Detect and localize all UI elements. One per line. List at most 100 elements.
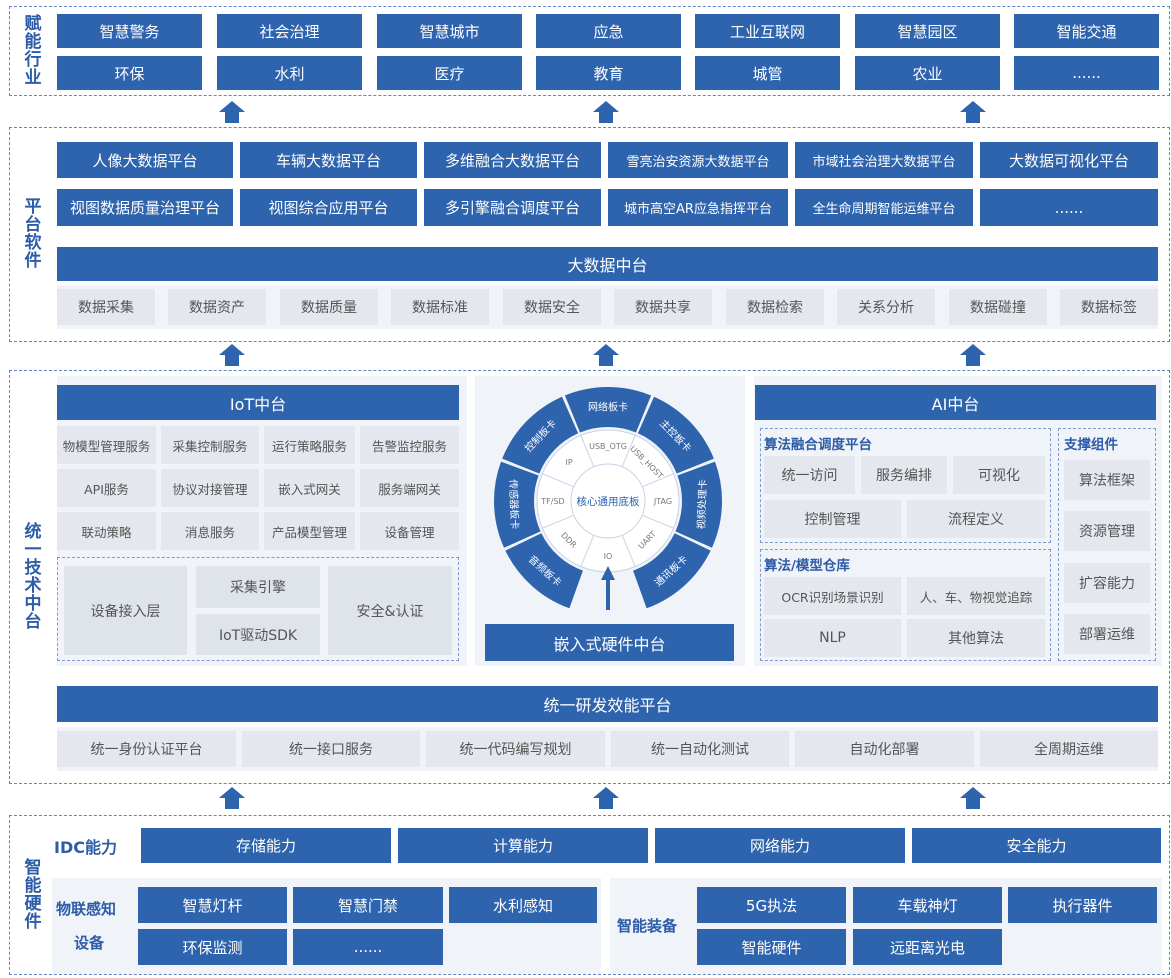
iot-service-item: API服务 — [57, 469, 156, 507]
bigdata-item: 数据碰撞 — [949, 289, 1047, 325]
bigdata-item: 数据采集 — [57, 289, 155, 325]
iot-service-item: 物模型管理服务 — [57, 426, 156, 464]
idc-item: 计算能力 — [398, 828, 648, 863]
devops-title: 统一研发效能平台 — [57, 686, 1158, 722]
up-arrow-thin-icon — [601, 566, 615, 610]
interface-divider — [580, 534, 595, 567]
interface-divider — [542, 514, 575, 529]
equip-item: 车载神灯 — [853, 887, 1002, 923]
platform-item: 多引擎融合调度平台 — [424, 189, 601, 226]
devops-item: 统一接口服务 — [242, 731, 420, 767]
bigdata-item: 关系分析 — [837, 289, 935, 325]
platform-item: 全生命周期智能运维平台 — [795, 189, 973, 226]
iot-service-item: 协议对接管理 — [161, 469, 259, 507]
board-segment-label: 网络板卡 — [588, 401, 628, 414]
platform-item: 大数据可视化平台 — [980, 142, 1158, 178]
iot-device-label-2: 设备 — [74, 934, 105, 952]
industry-item: 智能交通 — [1014, 14, 1159, 48]
board-segment — [494, 461, 541, 548]
platform-item: 人像大数据平台 — [57, 142, 233, 178]
up-arrow-icon — [593, 787, 619, 811]
hardware-section-label: 智能硬件 — [24, 857, 42, 932]
iot-title: IoT中台 — [57, 385, 459, 420]
iot-access-frame — [57, 557, 459, 661]
fusion-frame — [760, 428, 1051, 543]
iot-driver-sdk: IoT驱动SDK — [196, 614, 320, 655]
industry-section-label: 赋 能 行 业 — [10, 7, 56, 94]
iot-device-item: 智慧门禁 — [293, 887, 443, 923]
bigdata-item: 数据共享 — [614, 289, 712, 325]
embedded-hw-title: 嵌入式硬件中台 — [485, 624, 734, 661]
industry-label-c3: 行 — [24, 49, 42, 70]
platform-item: 市域社会治理大数据平台 — [795, 142, 973, 178]
platform-item: 车辆大数据平台 — [240, 142, 417, 178]
interface-divider — [621, 534, 636, 567]
iot-device-item: ...... — [293, 929, 443, 965]
bigdata-item: 数据标准 — [391, 289, 489, 325]
repo-item: 人、车、物视觉追踪 — [907, 577, 1045, 615]
industry-label-c1: 赋 — [24, 13, 42, 34]
bigdata-item: 数据质量 — [280, 289, 378, 325]
bigdata-item: 数据标签 — [1060, 289, 1158, 325]
industry-item: 环保 — [57, 56, 202, 90]
board-segment — [675, 461, 722, 548]
fusion-title: 算法融合调度平台 — [764, 437, 872, 453]
device-access-layer: 设备接入层 — [64, 566, 187, 655]
support-frame — [1058, 428, 1156, 661]
bigdata-item: 数据检索 — [726, 289, 824, 325]
iot-device-item: 智慧灯杆 — [138, 887, 287, 923]
repo-title: 算法/模型仓库 — [764, 558, 850, 574]
up-arrow-icon — [960, 344, 986, 368]
platform-item: 雪亮治安资源大数据平台 — [608, 142, 788, 178]
interface-divider — [641, 514, 674, 529]
devops-item: 统一代码编写规划 — [426, 731, 605, 767]
support-item: 算法框架 — [1064, 460, 1150, 500]
interface-divider — [641, 473, 674, 488]
industry-item: 城管 — [695, 56, 840, 90]
bigdata-item: 数据安全 — [503, 289, 601, 325]
industry-item: 工业互联网 — [695, 14, 840, 48]
ai-title: AI中台 — [755, 385, 1156, 420]
industry-item: 智慧园区 — [855, 14, 1000, 48]
industry-item: 教育 — [536, 56, 681, 90]
industry-item: 水利 — [217, 56, 362, 90]
iot-service-item: 告警监控服务 — [360, 426, 459, 464]
fusion-item: 流程定义 — [907, 500, 1045, 538]
devops-item: 统一自动化测试 — [611, 731, 789, 767]
devops-item: 自动化部署 — [795, 731, 974, 767]
idc-item: 存储能力 — [141, 828, 391, 863]
interface-divider — [621, 435, 636, 468]
idc-item: 安全能力 — [912, 828, 1161, 863]
core-board-circle — [570, 463, 646, 539]
devops-item: 全周期运维 — [980, 731, 1158, 767]
iot-service-item: 运行策略服务 — [264, 426, 355, 464]
iot-service-item: 产品模型管理 — [264, 512, 355, 550]
platform-item: ...... — [980, 189, 1158, 226]
industry-item: 社会治理 — [217, 14, 362, 48]
repo-item: NLP — [764, 619, 901, 657]
board-segment — [505, 533, 583, 609]
equip-label: 智能装备 — [617, 917, 678, 935]
repo-item: 其他算法 — [907, 619, 1045, 657]
industry-item: 智慧城市 — [377, 14, 522, 48]
up-arrow-icon — [593, 101, 619, 125]
up-arrow-icon — [960, 787, 986, 811]
repo-frame — [760, 549, 1051, 661]
platform-item: 视图数据质量治理平台 — [57, 189, 233, 226]
up-arrow-icon — [219, 101, 245, 125]
collect-engine: 采集引擎 — [196, 566, 320, 608]
industry-label-c4: 业 — [24, 67, 42, 88]
board-segment-label: 视频处理卡 — [695, 479, 710, 529]
board-segment — [564, 387, 652, 433]
fusion-item: 统一访问 — [764, 456, 855, 494]
industry-item: 应急 — [536, 14, 681, 48]
support-item: 部署运维 — [1064, 614, 1150, 654]
iot-service-item: 采集控制服务 — [161, 426, 259, 464]
industry-label-c2: 能 — [24, 31, 42, 52]
iot-service-item: 设备管理 — [360, 512, 459, 550]
iot-service-item: 消息服务 — [161, 512, 259, 550]
board-segment — [637, 396, 714, 474]
board-segment — [633, 533, 711, 609]
support-item: 扩容能力 — [1064, 563, 1150, 603]
equip-item: 智能硬件 — [697, 929, 846, 965]
